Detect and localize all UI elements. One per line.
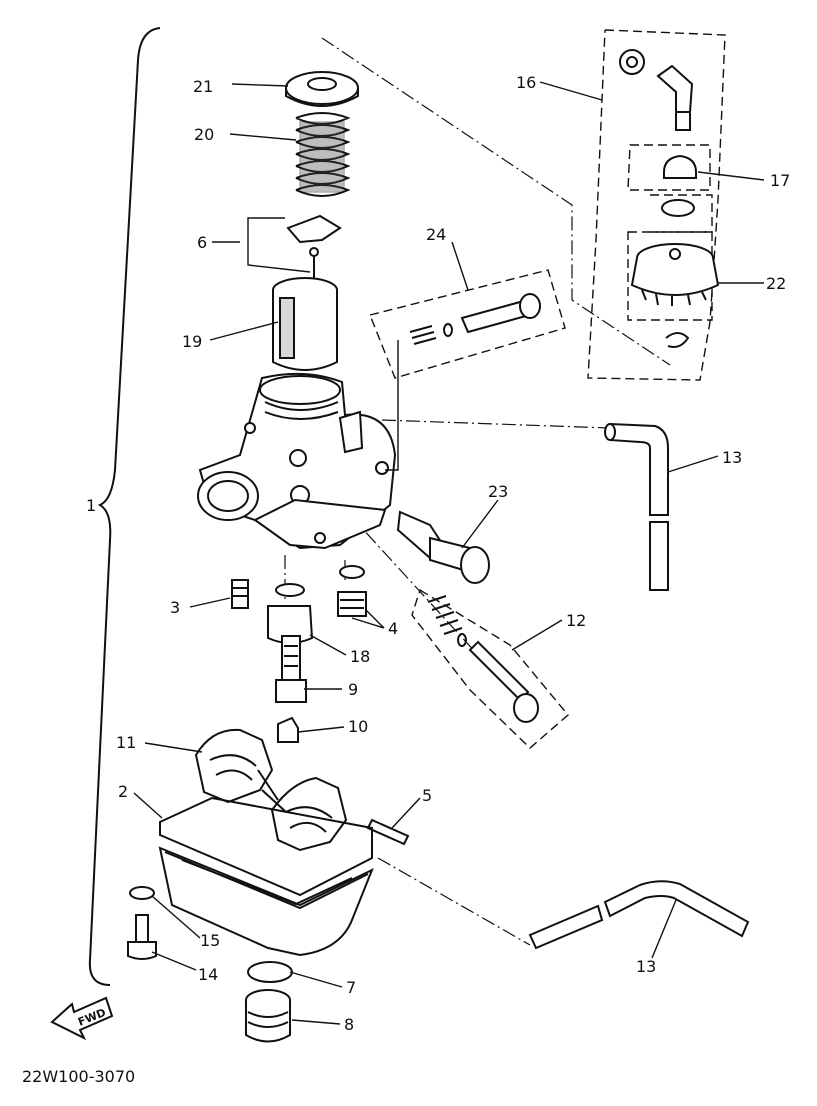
callout-12: 12 (566, 611, 586, 630)
part-16-fitting-group (587, 29, 726, 381)
part-9-main-jet (275, 635, 307, 703)
callout-16: 16 (516, 73, 536, 92)
part-12-pilot-screw-set (411, 588, 569, 749)
part-23-starter-plunger (396, 510, 490, 584)
part-13-hose-upper (604, 422, 669, 591)
callout-24: 24 (426, 225, 446, 244)
part-2-gasket (159, 796, 373, 897)
part-3-jet (231, 579, 249, 609)
part-7-gasket (247, 961, 293, 983)
callout-10: 10 (348, 717, 368, 736)
leader-lines (133, 81, 765, 1025)
assembly-bracket (88, 27, 161, 986)
part-13-hose-lower (528, 880, 750, 950)
part-4-jet-and-washer (337, 565, 367, 617)
part-20-spring (295, 112, 351, 197)
part-5-float-pin (366, 818, 410, 846)
part-21-washer (285, 71, 359, 107)
part-18-needle-jet-holder (267, 583, 314, 644)
callout-9: 9 (348, 680, 358, 699)
part-22-top-cap (627, 231, 720, 348)
fwd-arrow: FWD (50, 996, 114, 1041)
callout-21: 21 (193, 77, 213, 96)
callout-14: 14 (198, 965, 218, 984)
guide-line-hose-top (381, 419, 611, 429)
callout-2: 2 (118, 782, 128, 801)
callout-3: 3 (170, 598, 180, 617)
float-bowl (158, 846, 374, 957)
part-15-washer (129, 886, 155, 900)
callout-22: 22 (766, 274, 786, 293)
callout-18: 18 (350, 647, 370, 666)
guide-line-top (321, 37, 671, 366)
part-6-needle-clip (247, 214, 342, 300)
callout-23: 23 (488, 482, 508, 501)
drawing-code: 22W100-3070 (22, 1067, 135, 1086)
part-8-drain-plug (245, 989, 291, 1043)
part-14-screw (127, 914, 157, 960)
part-10-jet (277, 716, 299, 743)
part-24-screw-set (369, 269, 566, 471)
callout-6: 6 (197, 233, 207, 252)
callout-13-upper: 13 (722, 448, 742, 467)
callout-15: 15 (200, 931, 220, 950)
callout-19: 19 (182, 332, 202, 351)
callout-4: 4 (388, 619, 398, 638)
part-11-floats (194, 728, 348, 852)
callout-1: 1 (86, 496, 96, 515)
callout-13-lower: 13 (636, 957, 656, 976)
guide-line-hose-bottom (377, 857, 531, 946)
carburetor-body (197, 372, 397, 550)
callout-7: 7 (346, 978, 356, 997)
callout-8: 8 (344, 1015, 354, 1034)
callout-17: 17 (770, 171, 790, 190)
part-19-throttle-valve (272, 277, 338, 371)
callout-20: 20 (194, 125, 214, 144)
callout-5: 5 (422, 786, 432, 805)
part-17-cap (627, 144, 713, 233)
callout-11: 11 (116, 733, 136, 752)
